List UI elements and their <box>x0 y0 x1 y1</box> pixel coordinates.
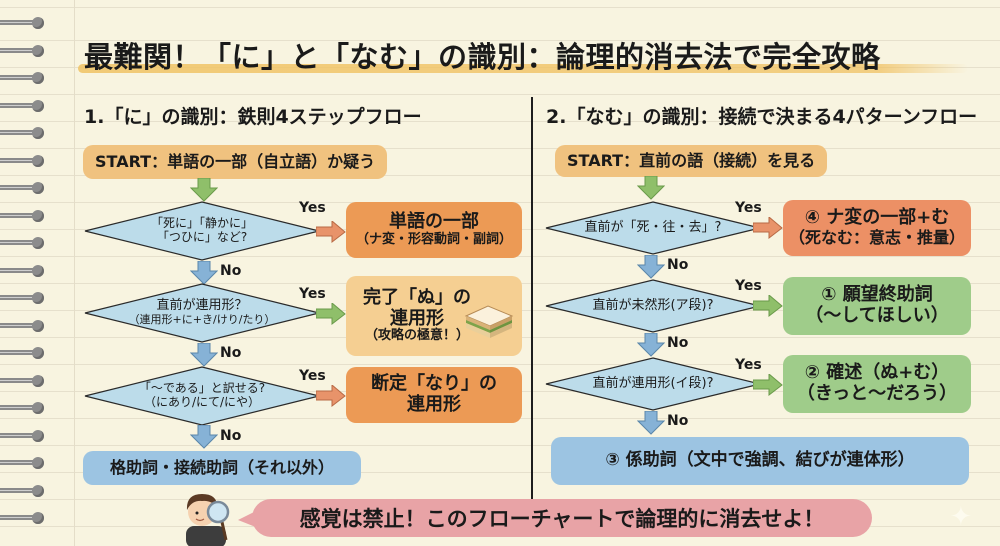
yes-label: Yes <box>735 357 762 373</box>
result-sub-text: （〜してほしい） <box>805 305 949 326</box>
spiral-ring <box>0 512 46 524</box>
sparkle-icon: ✦ <box>950 502 972 532</box>
left-decision-3: 「〜である」と訳せる? （にあり/にて/にや） <box>84 366 320 426</box>
decision-text: 直前が未然形(ア段)? <box>592 297 714 313</box>
column-divider <box>531 97 533 501</box>
title-highlight <box>78 64 968 73</box>
result-main-text: ② 確述（ぬ+む） <box>804 362 950 384</box>
decision-text: （連用形+に+き/けり/たり） <box>128 313 276 327</box>
right-end-text: ③ 係助詞（文中で強調、結びが連体形） <box>605 450 915 471</box>
right-decision-3: 直前が連用形(イ段)? <box>545 357 761 411</box>
spiral-ring <box>0 429 46 442</box>
result-sub-text: （攻略の極意！） <box>364 328 469 344</box>
page-title: 最難関！「に」と「なむ」の識別：論理的消去法で完全攻略 <box>84 40 881 74</box>
spiral-ring <box>0 484 46 497</box>
right-arrow-icon <box>316 385 346 407</box>
left-decision-1: 「死に」「静かに」 「つひに」など? <box>84 201 320 261</box>
spiral-ring <box>0 347 46 359</box>
result-sub-text: （きっと〜だろう） <box>796 383 958 404</box>
spiral-ring <box>0 237 46 249</box>
result-nahen-mu: ④ ナ変の一部+む （死なむ：意志・推量） <box>783 200 971 256</box>
yes-label: Yes <box>299 200 326 216</box>
right-section-heading: 2.「なむ」の識別：接続で決まる4パターンフロー <box>546 106 978 128</box>
right-start-box: START：直前の語（接続）を見る <box>555 145 828 177</box>
spiral-ring <box>0 264 46 277</box>
margin-line <box>74 0 75 546</box>
result-main-text: 完了「ぬ」の <box>363 286 471 308</box>
decision-text: 直前が連用形(イ段)? <box>592 375 714 391</box>
no-label: No <box>667 335 689 351</box>
no-label: No <box>220 428 242 444</box>
result-perfective-nu: 完了「ぬ」の 連用形 （攻略の極意！） <box>346 276 522 356</box>
yes-label: Yes <box>735 200 762 216</box>
left-section-heading: 1.「に」の識別：鉄則4ステップフロー <box>84 106 422 128</box>
decision-text: 直前が連用形？ <box>156 298 248 314</box>
yes-label: Yes <box>299 286 326 302</box>
yes-label: Yes <box>299 368 326 384</box>
right-arrow-icon <box>753 374 783 396</box>
spiral-binding <box>0 0 48 546</box>
result-main-text: ④ ナ変の一部+む <box>804 207 950 229</box>
right-arrow-icon <box>753 295 783 317</box>
spiral-ring <box>0 292 46 304</box>
left-start-text: START：単語の一部（自立語）か疑う <box>95 151 376 171</box>
result-word-part: 単語の一部 （ナ変・形容動詞・副詞） <box>346 202 522 258</box>
right-decision-1: 直前が「死・往・去」? <box>545 201 761 255</box>
footer-speech-bubble: 感覚は禁止！このフローチャートで論理的に消去せよ！ <box>252 499 872 537</box>
result-main-text: 連用形 <box>407 394 461 415</box>
spiral-ring <box>0 457 46 469</box>
result-main-text: ① 願望終助詞 <box>821 284 933 306</box>
result-main-text: 単語の一部 <box>389 211 479 233</box>
spiral-ring <box>0 209 46 222</box>
result-main-text: 断定「なり」の <box>371 373 497 395</box>
decision-text: 「つひに」など? <box>156 230 248 244</box>
result-desire-particle: ① 願望終助詞 （〜してほしい） <box>783 277 971 335</box>
spiral-ring <box>0 72 46 84</box>
result-sub-text: （ナ変・形容動詞・副詞） <box>355 231 512 247</box>
no-label: No <box>220 263 242 279</box>
student-magnifier-icon <box>186 494 230 546</box>
footer-message: 感覚は禁止！このフローチャートで論理的に消去せよ！ <box>299 507 825 531</box>
down-arrow-icon <box>637 255 665 279</box>
right-arrow-icon <box>316 303 346 325</box>
no-label: No <box>220 345 242 361</box>
decision-text: 「〜である」と訳せる? <box>138 381 266 396</box>
down-arrow-icon <box>637 333 665 357</box>
left-end-text: 格助詞・接続助詞（それ以外） <box>109 457 334 477</box>
no-label: No <box>667 413 689 429</box>
right-end-box: ③ 係助詞（文中で強調、結びが連体形） <box>551 437 969 485</box>
decision-text: 直前が「死・往・去」? <box>584 219 722 235</box>
right-arrow-icon <box>316 221 346 243</box>
spiral-ring <box>0 99 46 112</box>
right-start-text: START：直前の語（接続）を見る <box>567 150 816 170</box>
spiral-ring <box>0 374 46 387</box>
yes-label: Yes <box>735 278 762 294</box>
sandwich-icon <box>464 305 514 338</box>
result-assertive-nari: 断定「なり」の 連用形 <box>346 367 522 423</box>
result-sub-text: （死なむ：意志・推量） <box>788 228 965 248</box>
spiral-ring <box>0 319 46 332</box>
spiral-ring <box>0 402 46 414</box>
spiral-ring <box>0 127 46 139</box>
spiral-ring <box>0 44 46 57</box>
down-arrow-icon <box>190 425 218 449</box>
right-decision-2: 直前が未然形(ア段)? <box>545 279 761 333</box>
down-arrow-icon <box>637 411 665 435</box>
spiral-ring <box>0 154 46 167</box>
spiral-ring <box>0 17 46 29</box>
decision-text: （にあり/にて/にや） <box>143 395 261 409</box>
down-arrow-icon <box>190 261 218 285</box>
spiral-ring <box>0 182 46 194</box>
result-certainty: ② 確述（ぬ+む） （きっと〜だろう） <box>783 355 971 413</box>
decision-text: 「死に」「静かに」 <box>150 216 253 231</box>
down-arrow-icon <box>190 178 218 202</box>
down-arrow-icon <box>190 343 218 367</box>
result-main-text: 連用形 <box>390 307 444 329</box>
no-label: No <box>667 257 689 273</box>
right-arrow-icon <box>753 217 783 239</box>
down-arrow-icon <box>637 176 665 200</box>
left-decision-2: 直前が連用形？ （連用形+に+き/けり/たり） <box>84 283 320 343</box>
left-start-box: START：単語の一部（自立語）か疑う <box>83 145 388 179</box>
left-end-box: 格助詞・接続助詞（それ以外） <box>83 451 361 485</box>
